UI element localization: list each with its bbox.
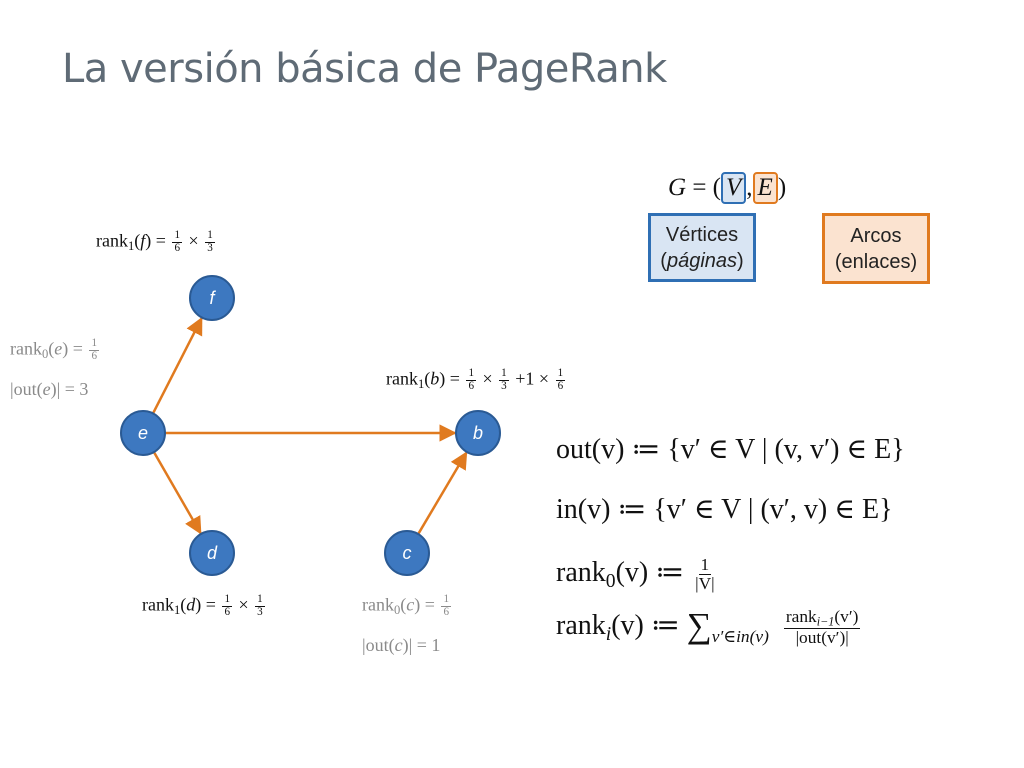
ranki-definition: ranki(v) ≔ ∑v′∈in(v) ranki−1(v′) |out(v′… xyxy=(556,606,861,648)
edge-e-f xyxy=(151,316,203,414)
page-title: La versión básica de PageRank xyxy=(62,46,667,92)
edge-c-b xyxy=(417,451,468,535)
node-label-b: b xyxy=(473,423,483,443)
node-label-f: f xyxy=(209,288,216,308)
graph-definition: G = (V,E) xyxy=(668,172,786,204)
in-definition: in(v) ≔ {v′ ∈ V | (v′, v) ∈ E} xyxy=(556,494,893,525)
vertices-box: Vértices (páginas) xyxy=(648,213,756,282)
node-d xyxy=(189,530,235,576)
arcs-label: Arcos xyxy=(850,224,902,247)
node-label-e: e xyxy=(138,423,148,443)
node-label-d: d xyxy=(207,543,218,563)
node-b xyxy=(455,410,501,456)
out-definition: out(v) ≔ {v′ ∈ V | (v, v′) ∈ E} xyxy=(556,434,905,465)
node-c xyxy=(384,530,430,576)
node-label-c: c xyxy=(403,543,412,563)
arcs-box: Arcos (enlaces) xyxy=(822,213,930,284)
rank0-definition: rank0(v) ≔ 1|V| xyxy=(556,555,715,594)
vertices-label: Vértices xyxy=(665,223,739,246)
out-c-formula: |out(c)| = 1 xyxy=(362,635,441,655)
vertices-highlight: V xyxy=(721,172,747,204)
out-e-formula: |out(e)| = 3 xyxy=(10,379,89,399)
edge-e-d xyxy=(152,451,202,535)
node-e xyxy=(120,410,166,456)
links-label: (enlaces) xyxy=(834,250,918,273)
node-f xyxy=(189,275,235,321)
pages-label: páginas xyxy=(666,249,738,272)
edges-highlight: E xyxy=(752,172,778,204)
